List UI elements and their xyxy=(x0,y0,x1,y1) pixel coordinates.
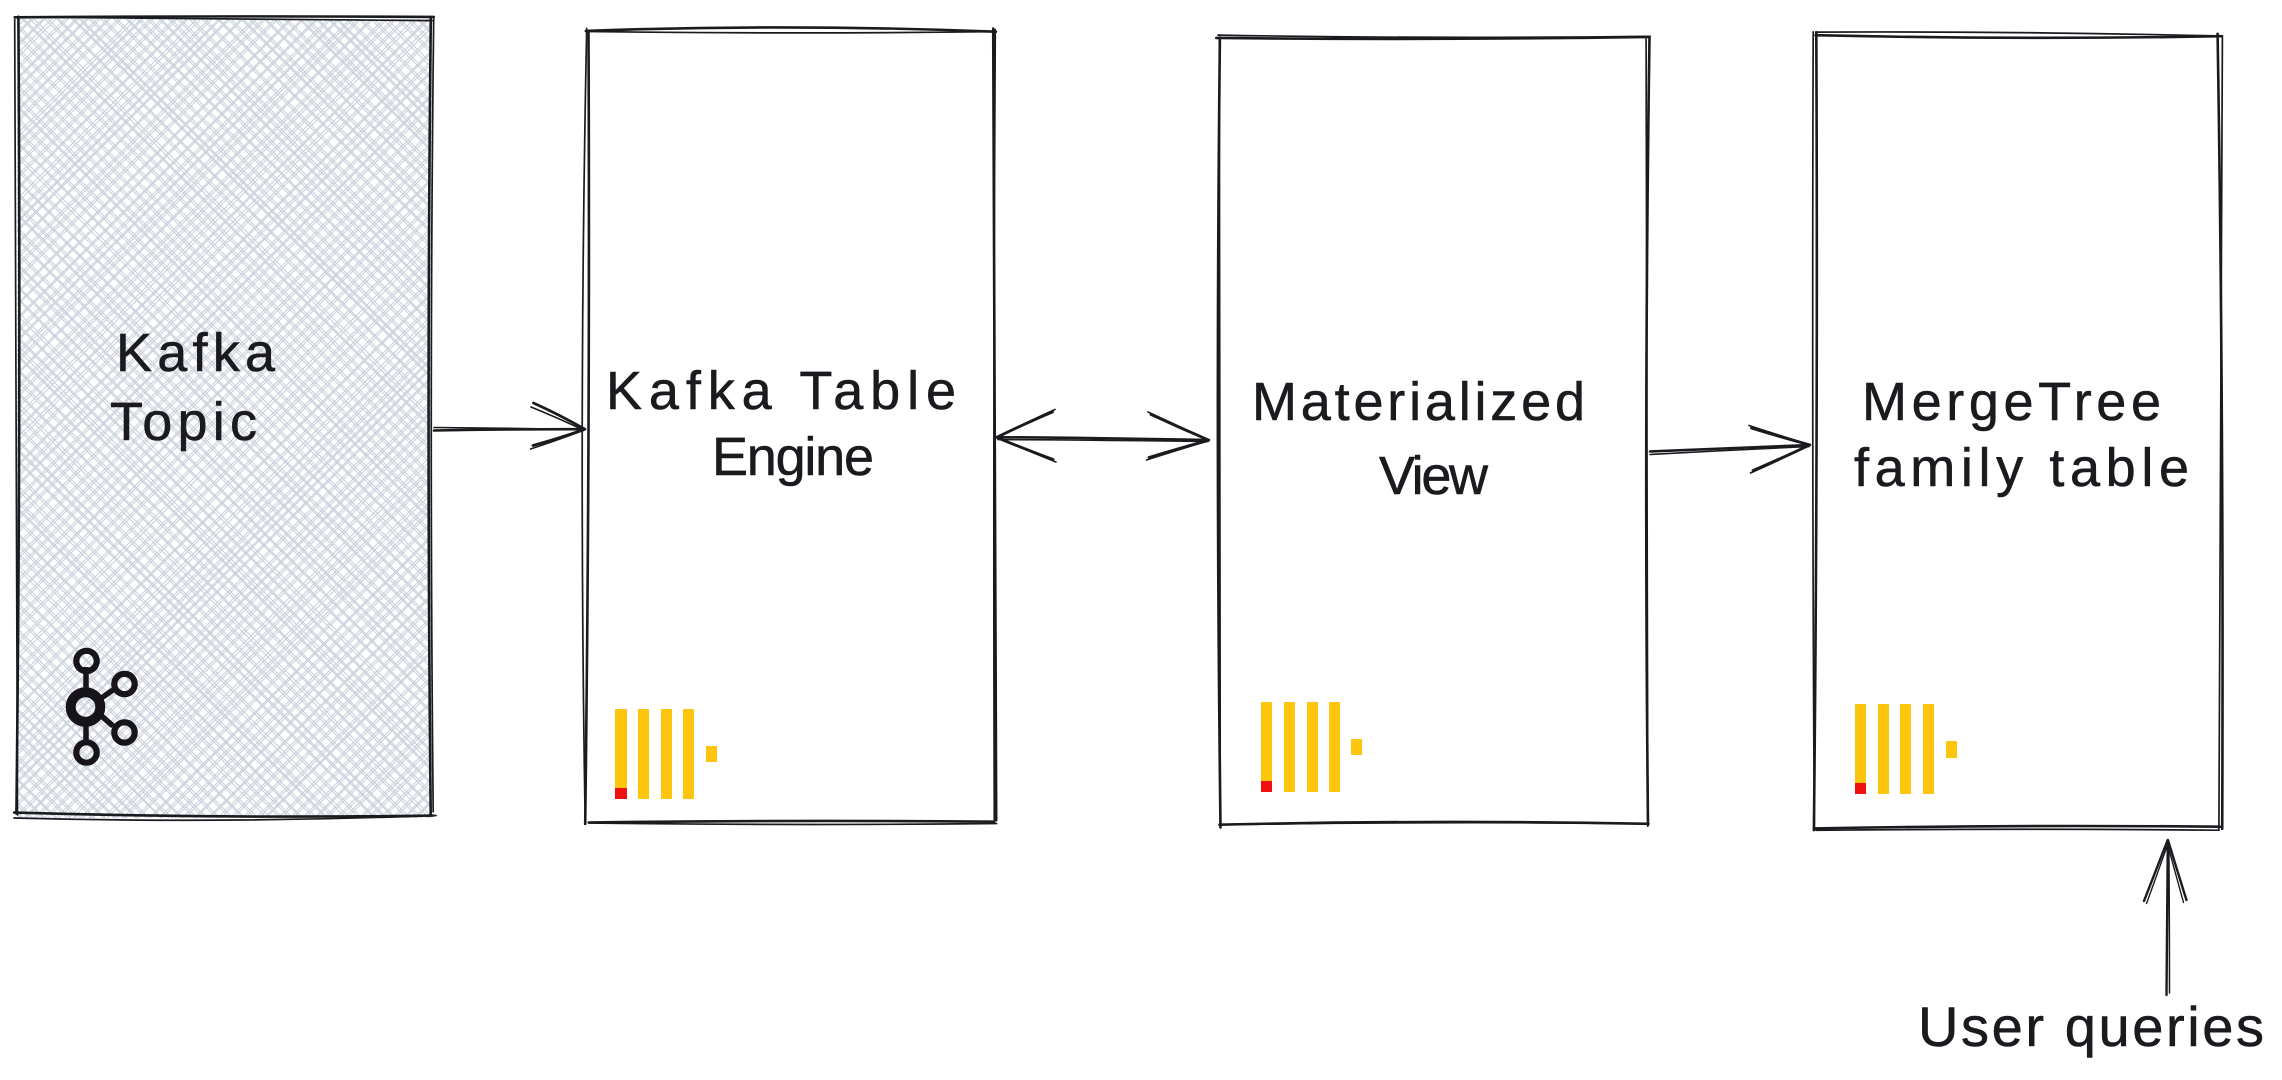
svg-text:View: View xyxy=(1379,446,1489,506)
svg-text:Kafka Table: Kafka Table xyxy=(606,361,956,421)
svg-text:User queries: User queries xyxy=(1918,995,2264,1058)
svg-text:Materialized: Materialized xyxy=(1252,372,1585,432)
svg-text:Kafka: Kafka xyxy=(116,323,276,383)
svg-text:Topic: Topic xyxy=(110,392,257,452)
svg-text:Engine: Engine xyxy=(712,427,874,487)
svg-text:family table: family table xyxy=(1854,438,2189,498)
svg-text:MergeTree: MergeTree xyxy=(1862,372,2161,432)
